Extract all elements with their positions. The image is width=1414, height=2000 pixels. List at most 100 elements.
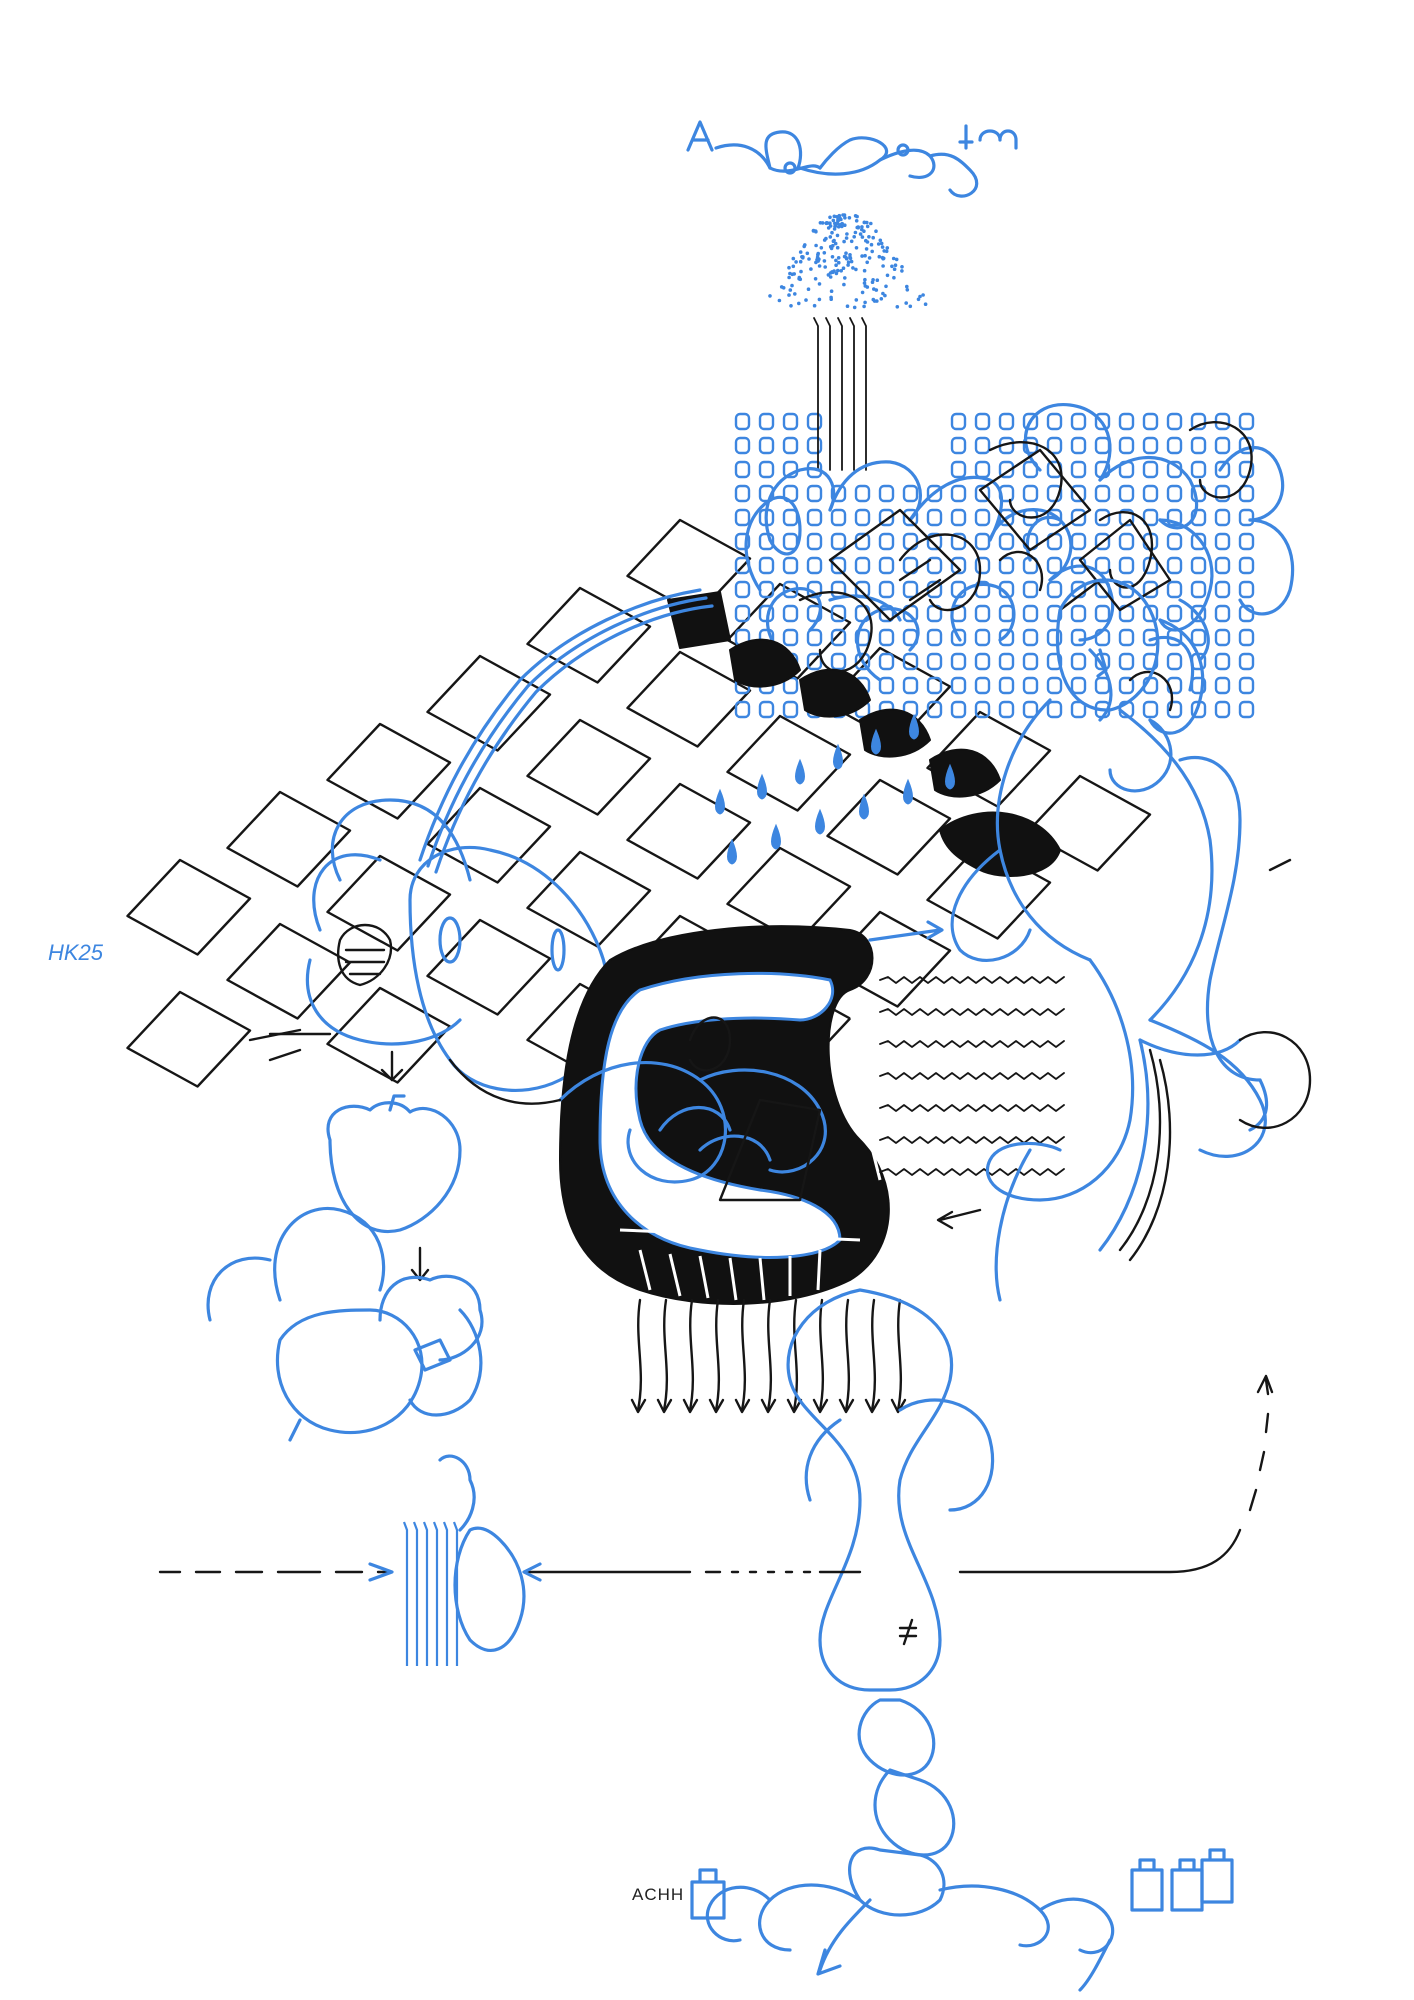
grid-cell: [726, 714, 852, 812]
dot-cell: [974, 700, 991, 719]
spray-dot: [890, 264, 894, 269]
spray-dot: [841, 266, 846, 271]
spray-dot: [883, 293, 887, 298]
spray-dot: [892, 275, 896, 280]
dot-cell: [1190, 484, 1207, 503]
dot-cell: [734, 580, 751, 599]
spray-dot: [854, 219, 859, 223]
spray-dot: [828, 244, 833, 249]
downward-arrows: [630, 1298, 907, 1414]
spray-dot: [832, 214, 837, 219]
dot-cell: [758, 460, 775, 479]
black-filled-patches: [667, 591, 1061, 877]
dot-cell: [1118, 676, 1135, 695]
dot-cell: [1166, 604, 1183, 623]
spray-dot: [875, 278, 880, 283]
dot-cell: [1190, 556, 1207, 575]
dot-cell: [1166, 484, 1183, 503]
spray-dot: [841, 213, 845, 217]
drop: [833, 743, 843, 770]
spray-dot: [916, 297, 921, 302]
dot-cell: [806, 436, 823, 455]
spray-dot: [863, 253, 867, 258]
dot-cell: [974, 628, 991, 647]
blue-wave: [422, 1521, 429, 1666]
spray-dot: [844, 236, 849, 240]
dot-cell: [1094, 508, 1111, 527]
spray-dot: [864, 247, 869, 251]
spray-dot: [828, 215, 832, 220]
dot-cell: [1022, 628, 1039, 647]
dot-cell: [1214, 556, 1231, 575]
arrow-stem: [870, 1298, 877, 1412]
dot-cell: [1070, 460, 1087, 479]
spray-dot: [798, 259, 803, 264]
spray-dot: [807, 257, 811, 261]
dot-cell: [998, 604, 1015, 623]
dot-cell: [806, 412, 823, 431]
spray-dot: [891, 256, 896, 261]
dot-cell: [974, 676, 991, 695]
grid-cell: [526, 850, 652, 948]
weight-icons: [690, 1848, 1234, 1920]
dot-cell: [854, 508, 871, 527]
arrow-head: [786, 1398, 803, 1414]
grid-cell: [326, 854, 452, 952]
spray-dot: [799, 269, 803, 274]
spray-dot: [863, 284, 868, 288]
dot-cell: [1022, 652, 1039, 671]
dot-cell: [782, 412, 799, 431]
dot-cell: [854, 652, 871, 671]
dot-cell: [1118, 556, 1135, 575]
spray-dot: [880, 245, 885, 249]
dot-cell: [1238, 628, 1255, 647]
dot-cell: [1070, 484, 1087, 503]
blue-wave: [412, 1521, 419, 1666]
grid-cell: [126, 990, 252, 1088]
dot-cell: [1214, 460, 1231, 479]
dot-cell: [974, 484, 991, 503]
spray-dot: [871, 278, 875, 282]
spray-dot: [790, 283, 794, 288]
arrow-head: [734, 1398, 751, 1414]
drop: [757, 773, 767, 800]
spray-dot: [854, 298, 859, 302]
spray-dot: [798, 250, 803, 254]
dot-cell: [1190, 412, 1207, 431]
arrow-stem: [636, 1298, 643, 1412]
tear-drops: [715, 713, 955, 865]
dot-cell: [1190, 580, 1207, 599]
arrow-head: [864, 1398, 881, 1414]
dot-cell: [854, 628, 871, 647]
spray-dot: [791, 256, 796, 261]
dot-cell: [926, 676, 943, 695]
dot-cell: [1142, 700, 1159, 719]
spray-dot: [845, 232, 849, 236]
dot-cell: [878, 556, 895, 575]
spray-dot: [798, 277, 803, 282]
spray-dot: [833, 241, 838, 246]
spray-dot: [875, 299, 879, 303]
grid-cell: [526, 586, 652, 684]
spray-dot: [811, 229, 816, 233]
spray-dot: [918, 294, 922, 299]
spray-dot: [788, 271, 792, 276]
dot-cell: [1070, 436, 1087, 455]
dot-cell: [902, 580, 919, 599]
spray-dot: [860, 254, 864, 258]
dot-cell: [1142, 436, 1159, 455]
dot-cell: [758, 436, 775, 455]
wave-line: [879, 1008, 1065, 1016]
dot-cell: [1238, 652, 1255, 671]
spray-dot: [812, 303, 817, 308]
dot-cell: [998, 700, 1015, 719]
spray-dot: [829, 295, 833, 300]
dot-cell: [734, 412, 751, 431]
grid-cell: [826, 778, 952, 876]
spray-dot: [826, 226, 831, 230]
drop: [903, 778, 913, 805]
leg-column: [705, 1288, 1115, 1992]
dot-cell: [998, 628, 1015, 647]
dot-cell: [806, 628, 823, 647]
dot-cell: [758, 556, 775, 575]
